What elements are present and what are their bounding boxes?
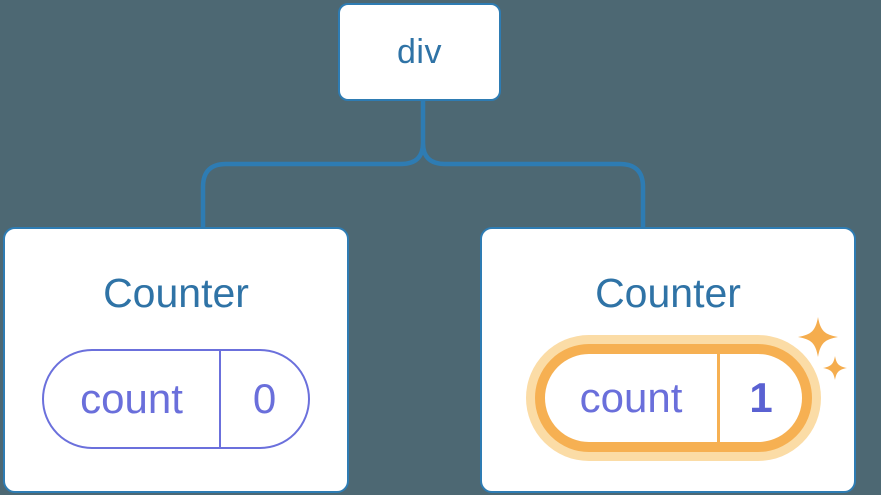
state-pill-divider — [219, 351, 221, 447]
counter-card-left: Counter count 0 — [3, 227, 349, 493]
sparkle-icon — [798, 317, 847, 380]
state-key-label: count — [80, 375, 183, 422]
state-key-label: count — [579, 374, 683, 421]
connector-path — [200, 101, 646, 228]
state-pill: count 0 — [42, 349, 310, 449]
state-pill-divider — [717, 354, 720, 442]
root-node-label: div — [397, 32, 442, 71]
counter-card-title: Counter — [103, 270, 249, 316]
counter-card-title: Counter — [595, 270, 741, 316]
state-pill-highlighted: count 1 — [535, 344, 812, 452]
state-value: 1 — [749, 374, 773, 421]
root-node: div — [338, 3, 501, 101]
counter-card-right: Counter count 1 — [480, 227, 856, 493]
state-value: 0 — [252, 375, 277, 422]
